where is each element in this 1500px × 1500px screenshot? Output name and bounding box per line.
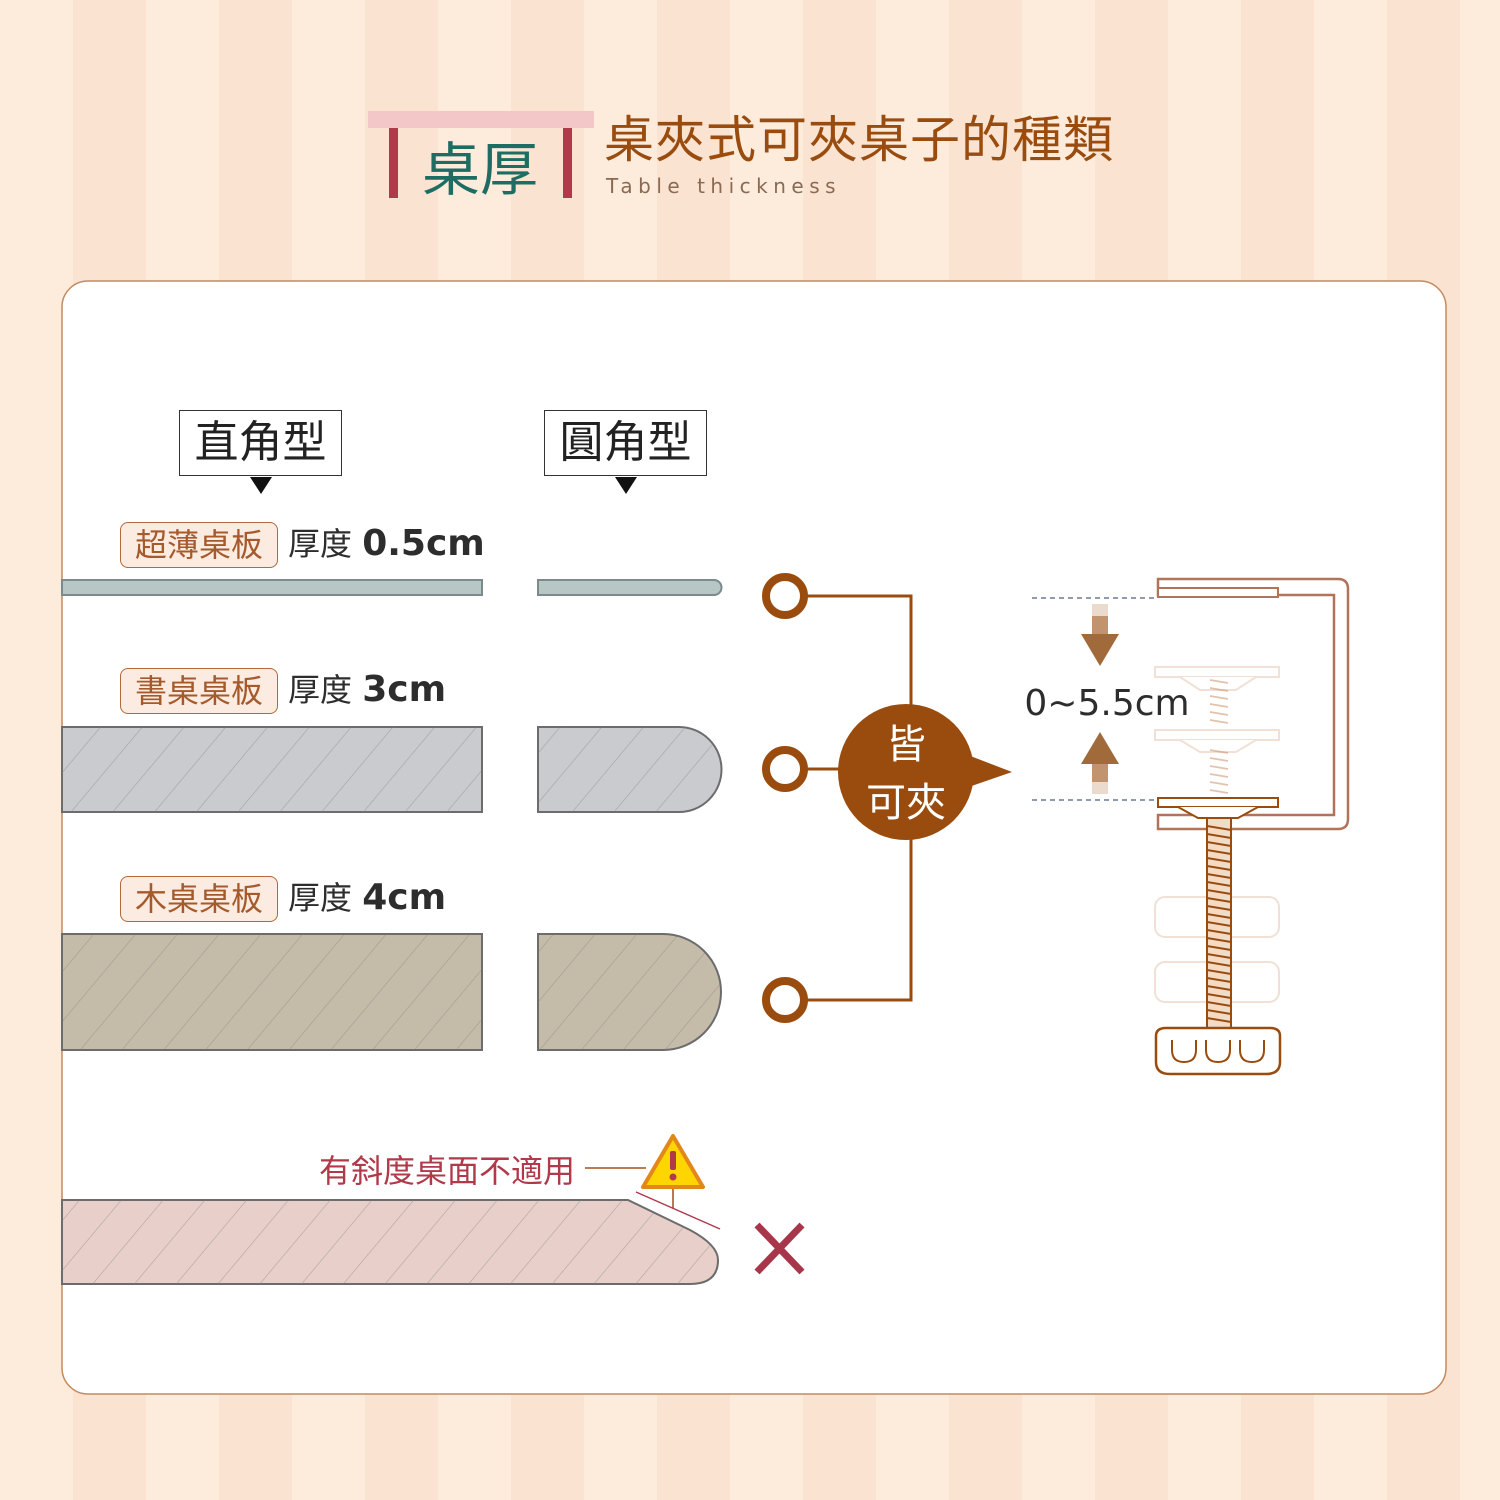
- clampable-bubble: 皆 可夾: [838, 704, 1012, 840]
- thickness-value: 3cm: [362, 669, 447, 710]
- arrow-up-icon: [1081, 732, 1119, 764]
- sloped-board-warning: 有斜度桌面不適用: [61, 1134, 805, 1285]
- thickness-prefix: 厚度: [288, 879, 353, 917]
- arrow-down-icon: [1081, 634, 1119, 666]
- board-tag-desk: 書桌桌板: [120, 668, 278, 714]
- warning-text: 有斜度桌面不適用: [319, 1152, 575, 1190]
- shape-label-square: 直角型: [179, 410, 342, 476]
- clamp-range-indicator: 0~5.5cm: [1024, 597, 1190, 801]
- square-label-pointer: [250, 477, 272, 494]
- board-thickness-wood: 厚度 4cm: [288, 876, 446, 920]
- header-badge: 桌厚: [368, 111, 594, 204]
- board-thickness-thin: 厚度 0.5cm: [288, 522, 485, 566]
- thin-board-square: [61, 579, 483, 596]
- page-subtitle: Table thickness: [605, 174, 841, 198]
- thickness-value: 4cm: [362, 877, 447, 918]
- thickness-prefix: 厚度: [288, 671, 353, 709]
- thickness-value: 0.5cm: [362, 523, 485, 564]
- bubble-line1: 皆: [886, 722, 926, 768]
- thin-board-round: [537, 579, 723, 596]
- bubble-line2: 可夾: [866, 780, 946, 826]
- page-title: 桌夾式可夾桌子的種類: [604, 111, 1114, 169]
- board-tag-wood: 木桌桌板: [120, 876, 278, 922]
- warning-icon: [641, 1134, 705, 1189]
- thickness-prefix: 厚度: [288, 525, 353, 563]
- board-tag-thin: 超薄桌板: [120, 522, 278, 568]
- shape-label-round: 圓角型: [544, 410, 707, 476]
- c-clamp-illustration: [1154, 577, 1350, 1076]
- cross-icon: [754, 1222, 805, 1275]
- clamp-range-label: 0~5.5cm: [1024, 683, 1189, 724]
- content-panel: [61, 280, 1447, 1395]
- clamp-knob: [1154, 1026, 1282, 1076]
- board-thickness-desk: 厚度 3cm: [288, 668, 446, 712]
- round-label-pointer: [615, 477, 637, 494]
- header-badge-text: 桌厚: [422, 136, 538, 204]
